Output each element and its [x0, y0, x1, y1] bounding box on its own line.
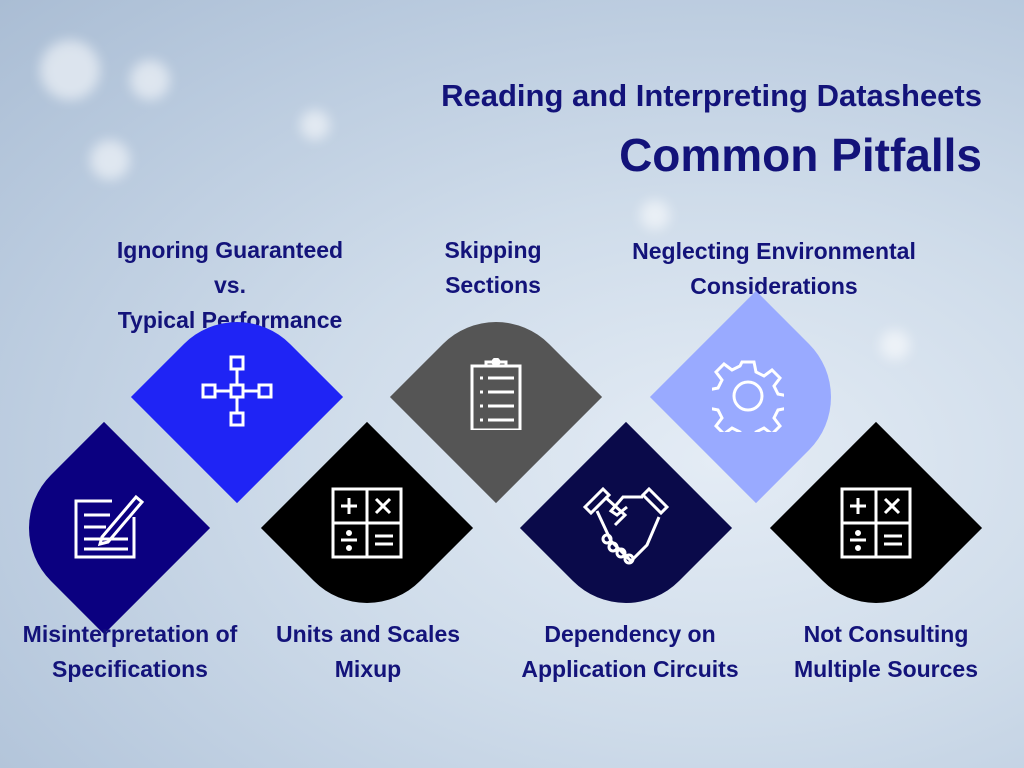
bokeh [130, 60, 170, 100]
gear-icon [706, 360, 790, 444]
bokeh [880, 330, 910, 360]
subtitle: Reading and Interpreting Datasheets [441, 78, 982, 113]
clipboard-list-icon [460, 357, 532, 432]
pitfall-label: Ignoring Guaranteed vs.Typical Performan… [116, 237, 344, 333]
bokeh [90, 140, 130, 180]
document-pen-icon [72, 487, 145, 559]
bokeh [40, 40, 100, 100]
handshake-icon [582, 486, 670, 567]
page-title: Common Pitfalls [619, 129, 982, 181]
bokeh [300, 110, 330, 140]
bokeh [640, 200, 670, 230]
network-nodes-icon [201, 355, 273, 427]
calculator-icon [331, 487, 403, 559]
calculator-icon [840, 487, 912, 559]
